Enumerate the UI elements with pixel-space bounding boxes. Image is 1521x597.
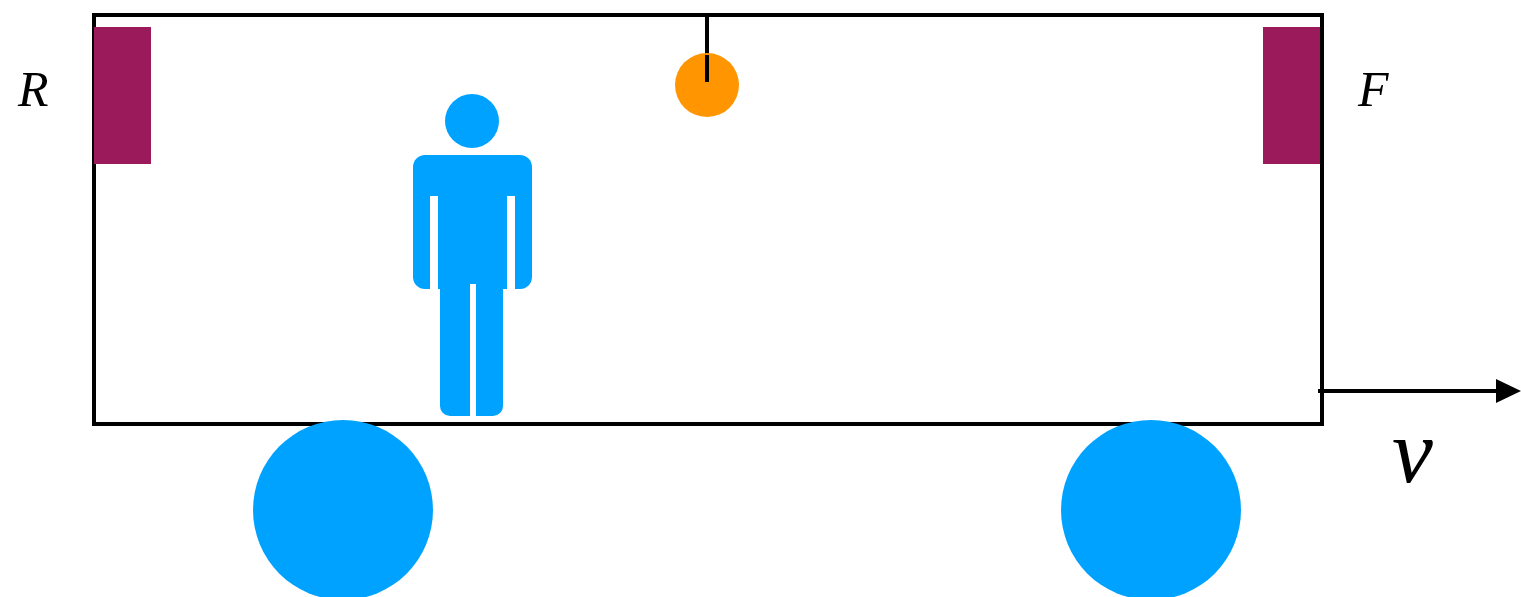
arrow-head <box>1496 379 1521 403</box>
front-block <box>1263 27 1320 164</box>
pendulum-bob <box>675 53 739 117</box>
car-body <box>94 15 1322 424</box>
pendulum-string-overlay <box>705 55 709 82</box>
wheel <box>253 420 433 597</box>
rear-block <box>94 27 151 164</box>
rear-label: R <box>18 64 49 114</box>
wheel <box>1061 420 1241 597</box>
front-label: F <box>1358 64 1389 114</box>
velocity-label: v <box>1392 405 1433 497</box>
pendulum-string <box>705 15 709 82</box>
velocity-arrow <box>1318 389 1500 393</box>
person-gaps <box>430 196 515 419</box>
